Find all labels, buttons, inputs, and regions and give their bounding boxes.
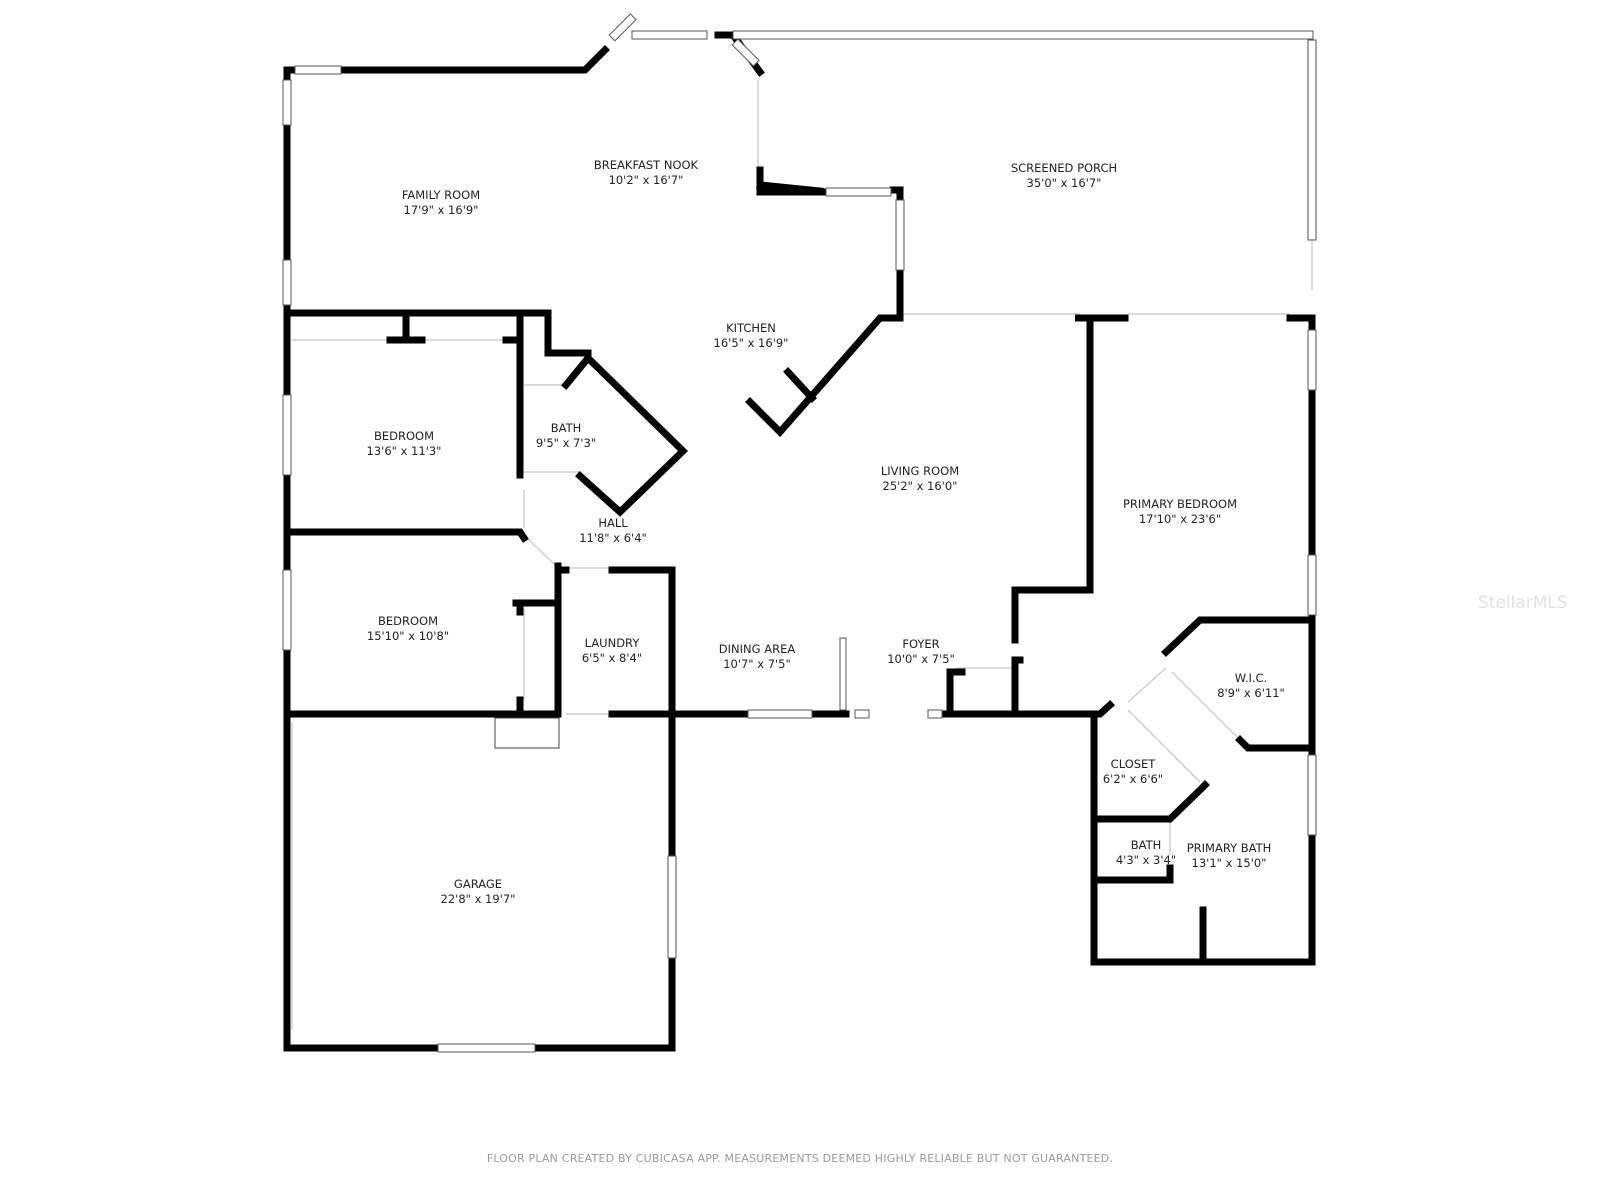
garage-step — [494, 717, 560, 749]
room-dimensions: 10'7" x 7'5" — [723, 657, 791, 671]
room-name: FOYER — [902, 637, 940, 651]
room-primary-bedroom: PRIMARY BEDROOM 17'10" x 23'6" — [1123, 497, 1237, 527]
room-name: CLOSET — [1110, 757, 1156, 771]
room-bedroom-1: BEDROOM 13'6" x 11'3" — [367, 429, 442, 459]
watermark: StellarMLS — [1478, 593, 1568, 613]
room-name: BEDROOM — [373, 429, 435, 443]
room-dimensions: 6'2" x 6'6" — [1102, 772, 1164, 786]
room-hall: HALL 11'8" x 6'4" — [579, 516, 647, 546]
room-dimensions: 22'8" x 19'7" — [440, 892, 516, 906]
room-dimensions: 17'9" x 16'9" — [403, 203, 479, 217]
room-bath-2: BATH 4'3" x 3'4" — [1116, 838, 1176, 868]
room-name: DINING AREA — [718, 642, 796, 656]
room-dimensions: 4'3" x 3'4" — [1115, 853, 1177, 867]
room-laundry: LAUNDRY 6'5" x 8'4" — [582, 636, 642, 666]
room-dining-area: DINING AREA 10'7" x 7'5" — [719, 642, 795, 672]
room-bedroom-2: BEDROOM 15'10" x 10'8" — [367, 614, 449, 644]
room-bath-1: BATH 9'5" x 7'3" — [536, 421, 596, 451]
room-name: BEDROOM — [377, 614, 439, 628]
room-family-room: FAMILY ROOM 17'9" x 16'9" — [402, 188, 480, 218]
room-dimensions: 15'10" x 10'8" — [366, 629, 450, 643]
room-dimensions: 25'2" x 16'0" — [882, 479, 958, 493]
room-dimensions: 17'10" x 23'6" — [1138, 512, 1222, 526]
room-primary-bath: PRIMARY BATH 13'1" x 15'0" — [1187, 841, 1272, 871]
room-wic: W.I.C. 8'9" x 6'11" — [1217, 671, 1285, 701]
room-dimensions: 13'1" x 15'0" — [1191, 856, 1267, 870]
room-name: PRIMARY BATH — [1186, 841, 1272, 855]
room-name: KITCHEN — [726, 321, 776, 335]
room-dimensions: 11'8" x 6'4" — [579, 531, 647, 545]
room-name: HALL — [598, 516, 628, 530]
room-dimensions: 6'5" x 8'4" — [581, 651, 643, 665]
room-name: LAUNDRY — [584, 636, 640, 650]
room-name: PRIMARY BEDROOM — [1122, 497, 1238, 511]
room-dimensions: 16'5" x 16'9" — [713, 336, 789, 350]
room-living-room: LIVING ROOM 25'2" x 16'0" — [881, 464, 959, 494]
room-name: BATH — [1130, 838, 1162, 852]
room-dimensions: 9'5" x 7'3" — [535, 436, 597, 450]
room-name: LIVING ROOM — [880, 464, 960, 478]
room-dimensions: 10'2" x 16'7" — [608, 173, 684, 187]
room-screened-porch: SCREENED PORCH 35'0" x 16'7" — [1011, 161, 1117, 191]
room-name: FAMILY ROOM — [401, 188, 481, 202]
room-foyer: FOYER 10'0" x 7'5" — [887, 637, 955, 667]
room-name: GARAGE — [453, 877, 503, 891]
room-name: SCREENED PORCH — [1010, 161, 1118, 175]
room-name: BREAKFAST NOOK — [593, 158, 699, 172]
room-breakfast-nook: BREAKFAST NOOK 10'2" x 16'7" — [594, 158, 698, 188]
room-name: W.I.C. — [1234, 671, 1268, 685]
room-closet: CLOSET 6'2" x 6'6" — [1103, 757, 1163, 787]
room-garage: GARAGE 22'8" x 19'7" — [441, 877, 516, 907]
room-dimensions: 8'9" x 6'11" — [1217, 686, 1285, 700]
room-dimensions: 10'0" x 7'5" — [887, 652, 955, 666]
room-dimensions: 13'6" x 11'3" — [366, 444, 442, 458]
footer-disclaimer: FLOOR PLAN CREATED BY CUBICASA APP. MEAS… — [486, 1152, 1114, 1165]
room-kitchen: KITCHEN 16'5" x 16'9" — [714, 321, 789, 351]
windows — [282, 13, 1317, 1053]
room-dimensions: 35'0" x 16'7" — [1026, 176, 1102, 190]
room-name: BATH — [550, 421, 582, 435]
